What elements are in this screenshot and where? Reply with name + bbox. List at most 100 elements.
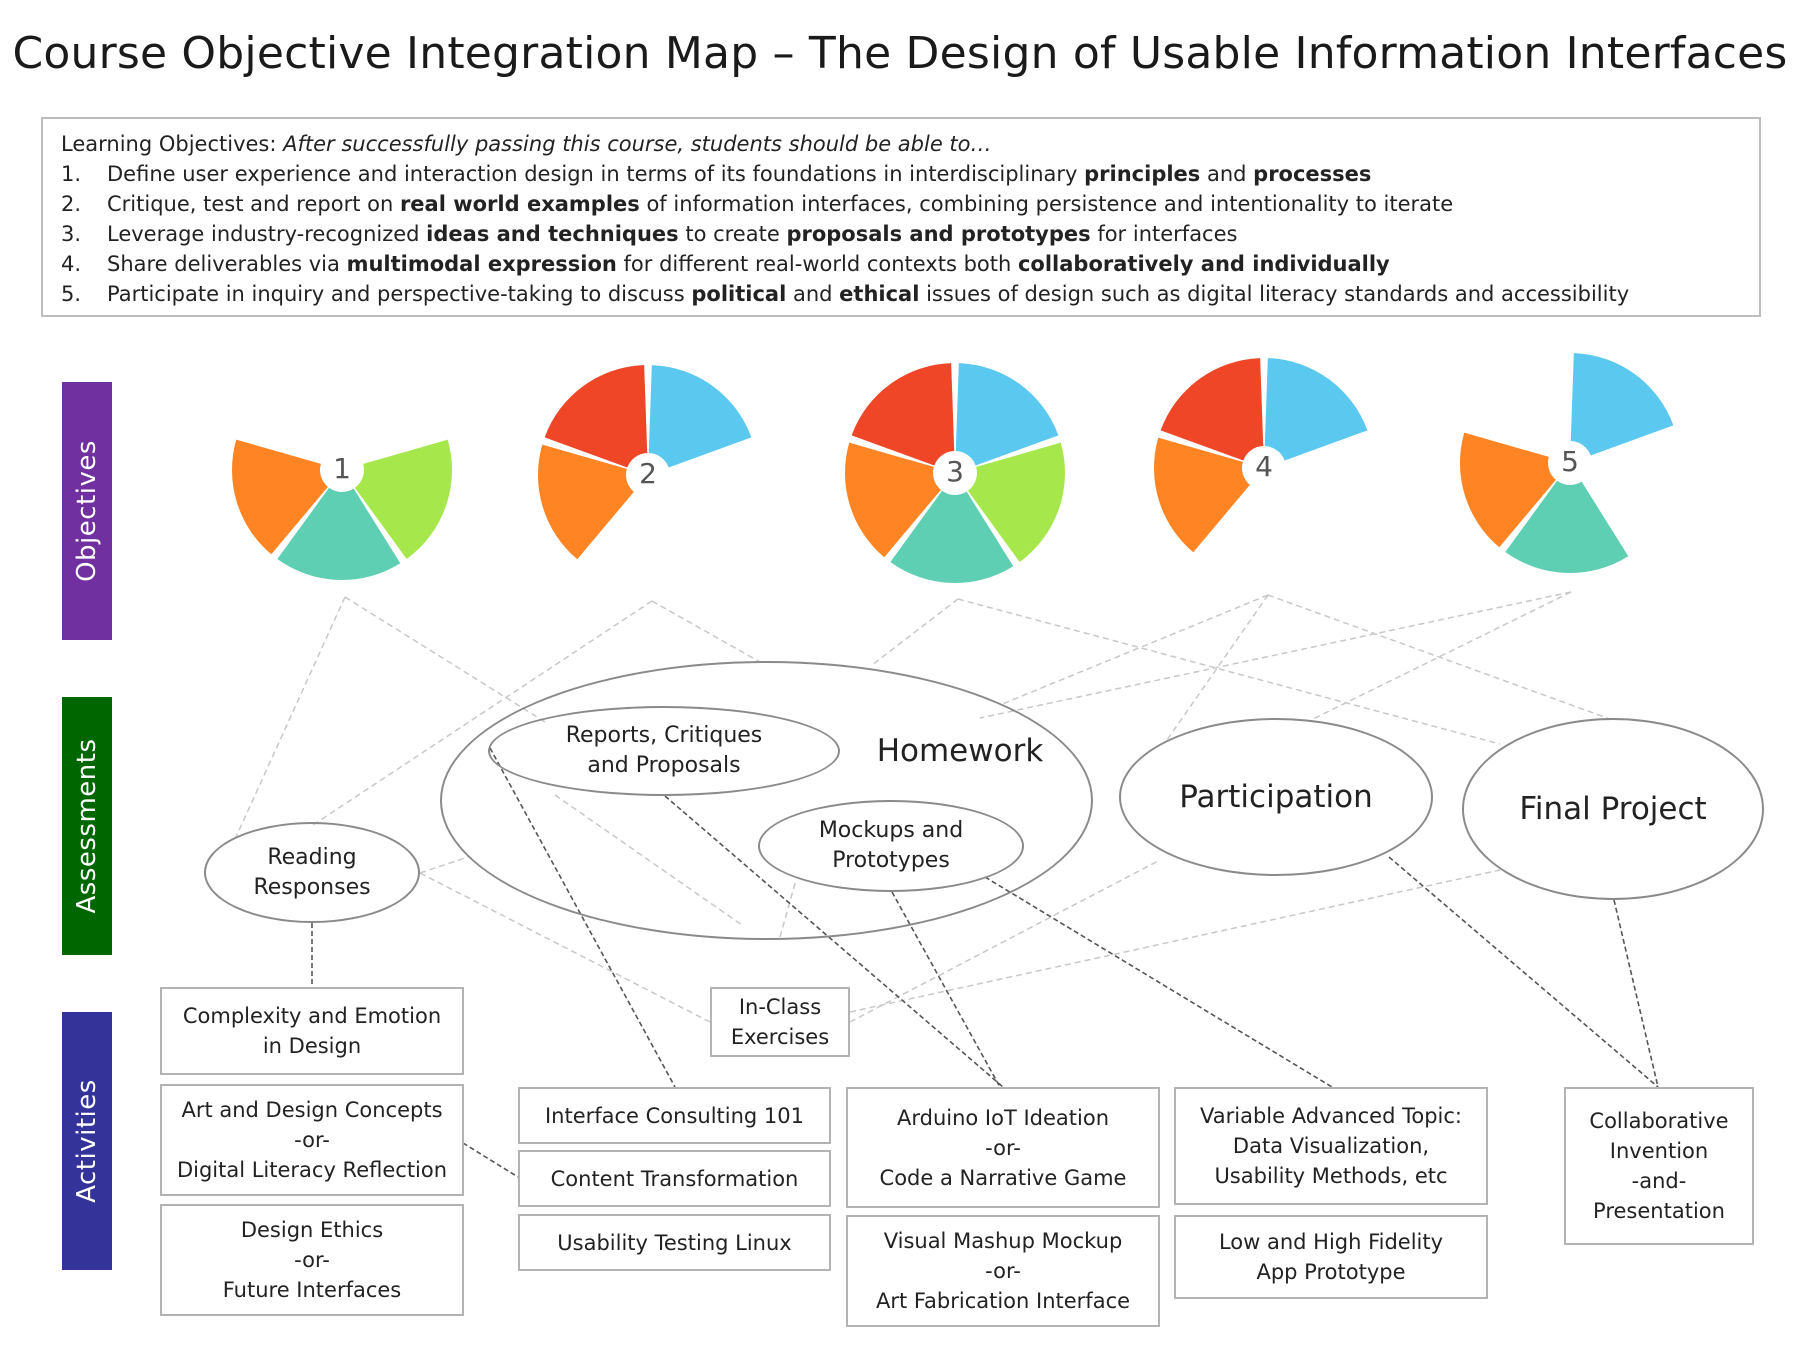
wheel-segment-teal (890, 490, 1014, 584)
objective-item-3: 3. Leverage industry-recognized ideas and… (61, 219, 1741, 249)
objective-number: 1. (61, 162, 82, 186)
homework-label: Homework (876, 733, 1044, 769)
wheel-segment-teal (1505, 480, 1629, 573)
wheel-segment-red (851, 363, 955, 466)
activity-interface-consulting: Interface Consulting 101 (518, 1087, 831, 1144)
objective-wheel-1 (231, 439, 452, 580)
objectives-intro-text: After successfully passing this course, … (283, 132, 992, 156)
activity-content-transformation: Content Transformation (518, 1150, 831, 1207)
wheel-3-number: 3 (946, 455, 964, 488)
wheel-segment-blue (955, 363, 1059, 466)
objective-item-1: 1. Define user experience and interaction… (61, 159, 1741, 189)
objective-text: of information interfaces, combining per… (639, 192, 1454, 216)
objectives-band: Objectives (62, 382, 112, 640)
objective-text: and (786, 282, 840, 306)
objective-keyword: principles (1084, 162, 1201, 186)
objective-keyword: real world examples (399, 192, 640, 216)
objective-text: Critique, test and report on (107, 192, 400, 216)
wheel-segment-red (544, 365, 648, 468)
objective-number: 3. (61, 222, 82, 246)
activities-band: Activities (62, 1012, 112, 1270)
wheel-2-number: 2 (639, 457, 657, 490)
link-line (309, 600, 653, 828)
objective-wheel-2 (538, 365, 752, 560)
objective-wheels (231, 353, 1674, 584)
wheel-segment-orange (231, 439, 328, 555)
wheel-segment-blue (648, 365, 752, 468)
objective-wheel-5 (1460, 353, 1674, 573)
wheel-segment-teal (277, 487, 401, 580)
activity-visual-mashup: Visual Mashup Mockup -or- Art Fabricatio… (846, 1215, 1160, 1327)
objectives-intro-label: Learning Objectives: (61, 132, 284, 156)
wheel-segment-orange (845, 442, 941, 558)
participation: Participation (1119, 718, 1433, 876)
reading-responses: Reading Responses (204, 822, 420, 923)
objective-text: to create (678, 222, 787, 246)
wheel-segment-orange (538, 444, 634, 560)
objective-number: 2. (61, 192, 82, 216)
wheel-5-number: 5 (1561, 445, 1579, 478)
activity-usability-testing-linux: Usability Testing Linux (518, 1214, 831, 1271)
objective-keyword: processes (1253, 162, 1372, 186)
objective-keyword: ideas and techniques (426, 222, 679, 246)
link-line (1312, 591, 1572, 720)
objective-keyword: proposals and prototypes (786, 222, 1091, 246)
objective-wheel-4 (1154, 358, 1368, 553)
objective-keyword: collaboratively and individually (1017, 252, 1390, 276)
wheel-segment-green (354, 439, 452, 559)
activity-art-design-concepts: Art and Design Concepts -or- Digital Lit… (160, 1084, 464, 1196)
objective-keyword: political (691, 282, 787, 306)
wheel-segment-orange (1154, 437, 1250, 553)
objective-text: issues of design such as digital literac… (919, 282, 1630, 306)
link-line (462, 1142, 519, 1178)
activity-arduino-iot: Arduino IoT Ideation -or- Code a Narrati… (846, 1087, 1160, 1208)
link-line (849, 869, 1501, 1013)
objective-text: and (1200, 162, 1254, 186)
link-line (419, 856, 469, 874)
link-line (651, 600, 761, 663)
mockups-prototypes: Mockups and Prototypes (758, 800, 1024, 892)
link-line (891, 891, 1001, 1088)
objective-item-5: 5. Participate in inquiry and perspective… (61, 279, 1741, 309)
wheel-segment-green (967, 442, 1065, 562)
link-line (1613, 899, 1659, 1088)
objective-text: for different real-world contexts both (616, 252, 1018, 276)
activity-variable-advanced-topic: Variable Advanced Topic: Data Visualizat… (1174, 1087, 1488, 1205)
wheel-1-number: 1 (333, 452, 351, 485)
page-title: Course Objective Integration Map – The D… (12, 28, 1788, 79)
wheel-4-number: 4 (1255, 450, 1273, 483)
wheel-segment-orange (1460, 432, 1556, 548)
objective-text: Participate in inquiry and perspective-t… (107, 282, 692, 306)
objectives-intro: Learning Objectives: After successfully … (61, 129, 1741, 159)
wheel-segment-blue (1264, 358, 1368, 461)
link-line (235, 596, 346, 838)
activity-in-class-exercises: In-Class Exercises (710, 987, 850, 1057)
learning-objectives-box: Learning Objectives: After successfully … (41, 117, 1761, 317)
objective-item-4: 4. Share deliverables via multimodal expr… (61, 249, 1741, 279)
objective-keyword: multimodal expression (346, 252, 617, 276)
link-line (344, 596, 546, 723)
objective-number: 4. (61, 252, 82, 276)
link-line (999, 594, 1269, 706)
link-line (1388, 856, 1659, 1088)
objective-text: Leverage industry-recognized (107, 222, 427, 246)
objective-keyword: ethical (839, 282, 920, 306)
link-line (871, 598, 959, 666)
link-line (849, 859, 1161, 1023)
link-line (957, 598, 1501, 745)
activity-complexity-emotion: Complexity and Emotion in Design (160, 987, 464, 1075)
link-line (419, 872, 711, 1023)
objective-text: Share deliverables via (107, 252, 347, 276)
activity-low-high-fidelity: Low and High Fidelity App Prototype (1174, 1215, 1488, 1299)
objectives-list: 1. Define user experience and interaction… (61, 159, 1741, 309)
objective-number: 5. (61, 282, 82, 306)
activity-design-ethics: Design Ethics -or- Future Interfaces (160, 1204, 464, 1316)
wheel-segment-red (1160, 358, 1264, 461)
final-project: Final Project (1462, 718, 1764, 900)
objective-item-2: 2. Critique, test and report on real worl… (61, 189, 1741, 219)
homework-ellipse (440, 661, 1093, 940)
activity-collaborative-invention: Collaborative Invention -and- Presentati… (1564, 1087, 1754, 1245)
reports-critiques-proposals: Reports, Critiques and Proposals (488, 706, 840, 796)
objective-text: Define user experience and interaction d… (107, 162, 1085, 186)
